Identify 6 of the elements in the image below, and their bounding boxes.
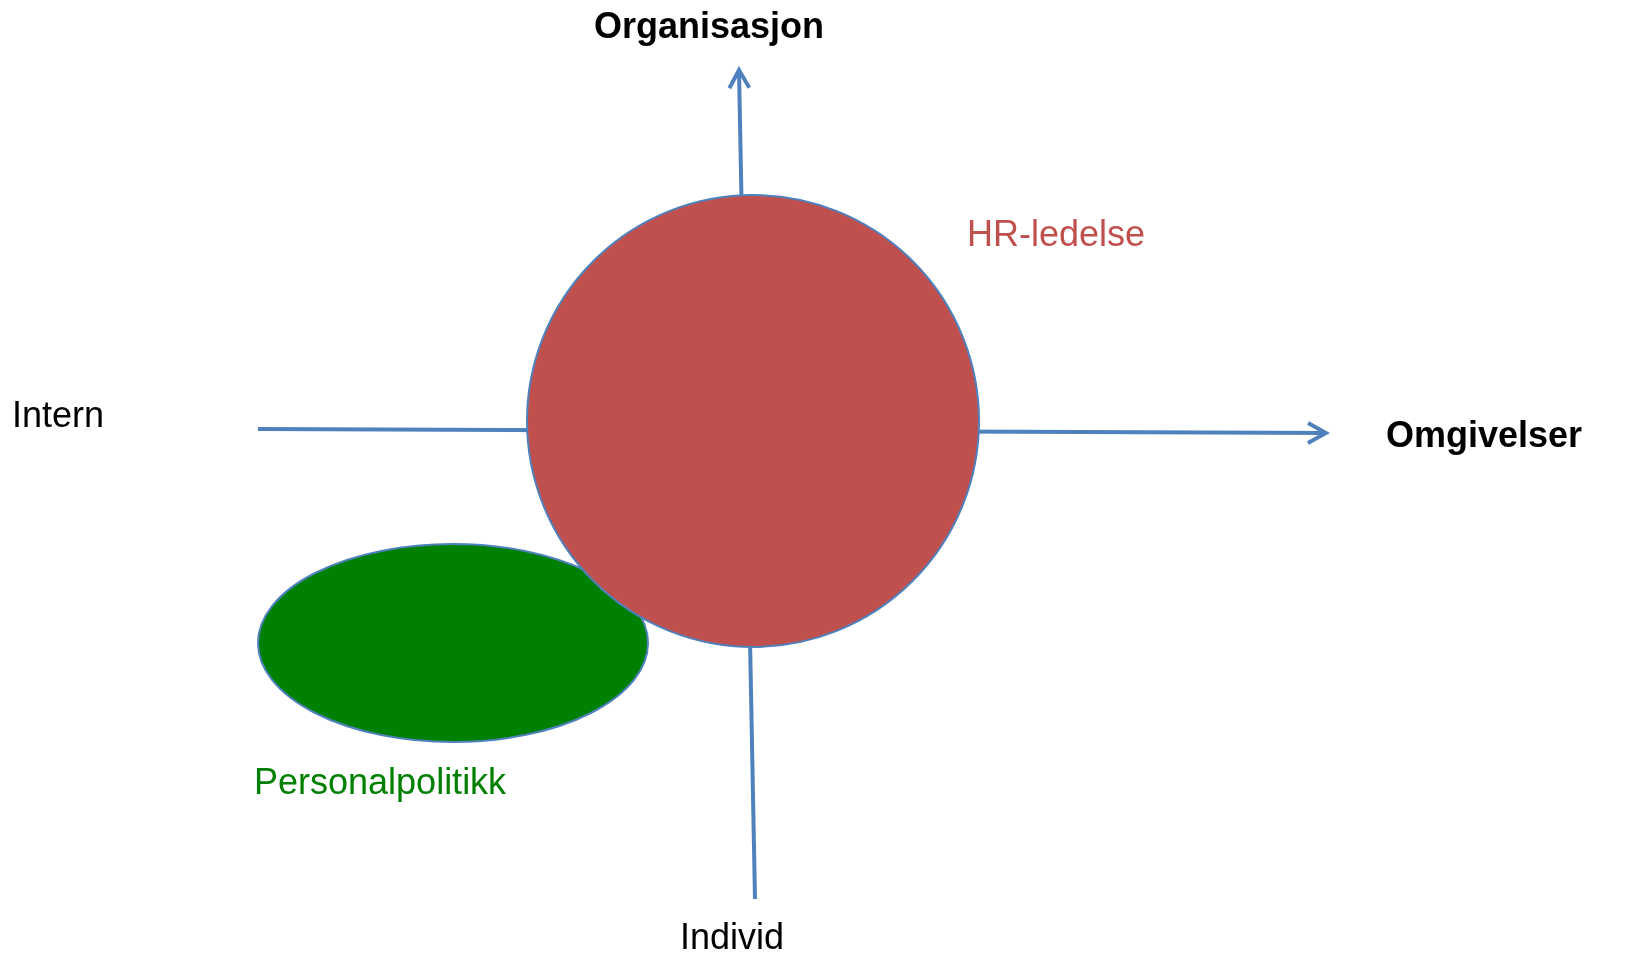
axis-label: Individ	[680, 915, 785, 959]
shape-label: Personalpolitikk	[254, 760, 507, 804]
axis-label: Intern	[12, 393, 105, 437]
shape-label: HR-ledelse	[967, 212, 1146, 256]
axis-label: Omgivelser	[1386, 413, 1583, 457]
axis-label: Organisasjon	[594, 4, 825, 48]
